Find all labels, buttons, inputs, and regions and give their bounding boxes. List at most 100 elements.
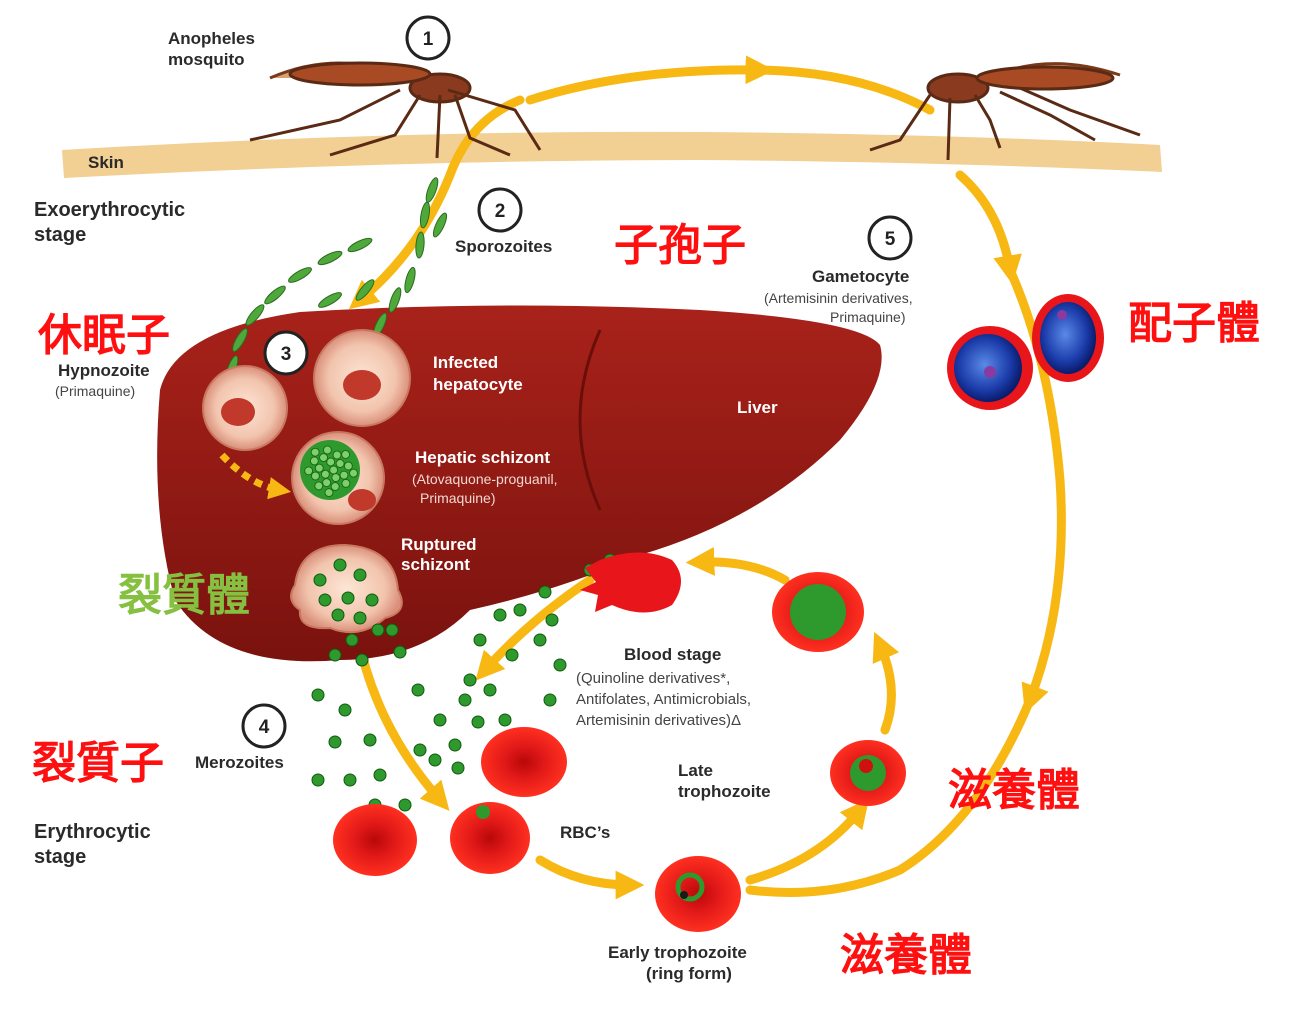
step-1: 1 [423,29,434,50]
schizont-merozoite [326,457,336,467]
merozoite-dot [328,648,342,662]
mosquito-left [249,61,542,159]
merozoite-dot [363,733,377,747]
merozoite-dot [533,633,547,647]
merozoite-dot [311,773,325,787]
hypnozoite-drug: (Primaquine) [55,383,135,399]
merozoite-dot [331,608,345,622]
gametocyte-label: Gametocyte [812,267,909,286]
chinese-merozoite: 裂質子 [32,738,164,789]
schizont-merozoite [335,459,345,469]
merozoite-dot [333,558,347,572]
merozoite-dot [338,703,352,717]
step-2: 2 [495,201,506,222]
skin-label: Skin [88,153,124,172]
early-trophozoite-cell [655,856,741,932]
hepatic-schizont-label: Hepatic schizont [415,448,550,467]
schizont-merozoite [324,488,334,498]
early-trophozoite-line2: (ring form) [646,964,732,983]
merozoite-dot [353,568,367,582]
rbc-2 [450,802,530,874]
rbc-3 [481,727,567,797]
merozoite-dot [498,713,512,727]
merozoite-dot [458,693,472,707]
sporozoites [225,177,448,381]
merozoite-dot [353,611,367,625]
blood-stage-label: Blood stage [624,645,721,664]
schizont-merozoite [304,466,314,476]
merozoites-label: Merozoites [195,753,284,772]
chinese-gametocyte: 配子體 [1128,298,1260,349]
merozoite-dot [553,658,567,672]
schizont-merozoite [341,478,351,488]
chinese-schizont: 裂質體 [118,570,250,621]
chinese-hypnozoite: 休眠子 [37,310,170,361]
hepatic-schizont-drug-1: (Atovaquone-proguanil, [412,471,558,487]
late-trophozoite-cell [830,740,906,806]
liver-lobe-line [578,329,602,511]
mosquito-label-line1: Anopheles [168,29,255,48]
schizont-merozoite [341,449,351,459]
blood-schizont-cell [772,572,864,652]
ruptured-schizont-line1: Ruptured [401,535,477,554]
merozoite-dot [318,593,332,607]
schizont-merozoite [332,450,342,460]
merozoite-dot [428,753,442,767]
hypnozoite-cell [202,365,288,451]
merozoite-dot [513,603,527,617]
merozoite-dot [398,798,412,812]
hepatic-schizont-drug-2: Primaquine) [420,490,495,506]
gametocyte-cells [947,294,1104,410]
schizont-merozoite [329,465,339,475]
merozoite-dot [385,623,399,637]
ruptured-schizont-cell [290,543,403,634]
chinese-trophozoite-late: 滋養體 [948,765,1080,816]
erythro-stage-line1: Erythrocytic [34,821,151,843]
infected-hepatocyte [313,329,411,427]
gametocyte-drug-1: (Artemisinin derivatives, [764,290,913,306]
schizont-merozoite [322,478,332,488]
sporozoites-label: Sporozoites [455,237,552,256]
blood-stage-drug-3: Artemisinin derivatives)Δ [576,712,741,729]
early-trophozoite-line1: Early trophozoite [608,943,747,962]
merozoite-dot [463,673,477,687]
liver-label: Liver [737,398,778,417]
chinese-trophozoite-early: 滋養體 [840,930,972,981]
merozoite-dot [413,743,427,757]
infected-hepatocyte-line2: hepatocyte [433,375,523,394]
late-trophozoite-line2: trophozoite [678,782,771,801]
merozoite-dot [343,773,357,787]
step-4-badge: 4 [241,703,287,749]
late-trophozoite-line1: Late [678,761,713,780]
exo-stage-line1: Exoerythrocytic [34,199,185,221]
merozoite-dot [373,768,387,782]
merozoite-dot [433,713,447,727]
relapse-arrow [219,452,292,500]
schizont-merozoite [343,461,353,471]
merozoite-dot [341,591,355,605]
rbcs-label: RBC’s [560,823,610,842]
mosquito-right [869,62,1141,161]
merozoite-dot [538,585,552,599]
step-3: 3 [281,344,292,365]
schizont-merozoite [310,447,320,457]
hypnozoite-label: Hypnozoite [58,361,150,380]
schizont-merozoite [322,445,332,455]
merozoite-dot [355,653,369,667]
merozoite-dot [451,761,465,775]
step-5: 5 [885,229,896,250]
merozoite-dot [328,735,342,749]
schizont-merozoite [320,469,330,479]
merozoite-dot [345,633,359,647]
schizont-merozoite [314,463,324,473]
merozoite-dot [493,608,507,622]
step-3-badge: 3 [263,330,309,376]
step-2-badge: 2 [477,187,523,233]
merozoite-dot [483,683,497,697]
schizont-merozoite [314,481,324,491]
schizont-merozoite [330,482,340,492]
step-1-badge: 1 [405,15,451,61]
exo-stage-line2: stage [34,224,86,246]
merozoite-dot [371,623,385,637]
